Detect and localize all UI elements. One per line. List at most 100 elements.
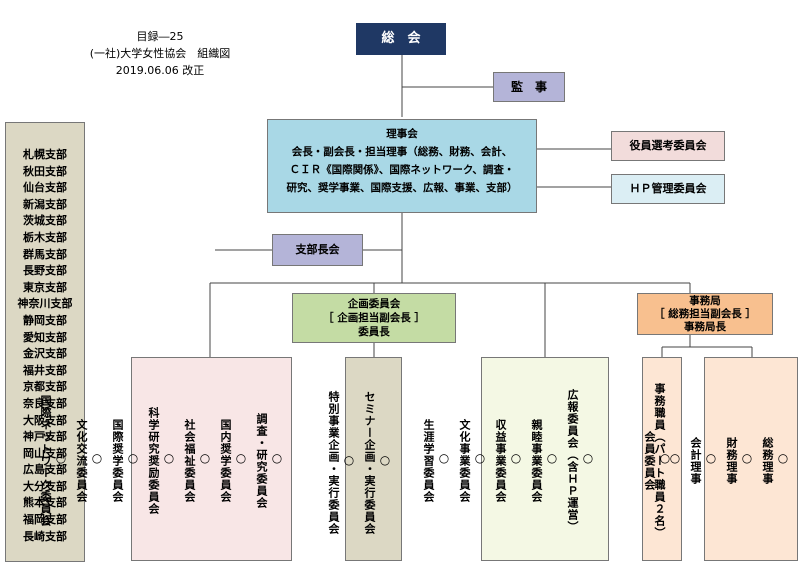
committee-item: ○文化事業委員会 <box>456 366 488 556</box>
hp-management-committee-box: ＨＰ管理委員会 <box>611 174 725 204</box>
branch-item: 長崎支部 <box>23 529 67 543</box>
committee-item: ○文化交流委員会 <box>73 366 105 556</box>
branch-item: 札幌支部 <box>23 148 67 161</box>
doc-number: 目録―25 <box>136 30 184 43</box>
committee-item: ○国際ネットワーク委員会 <box>37 366 69 556</box>
committee-item: ○生涯学習委員会 <box>420 366 452 556</box>
secretariat-title: 事務局 <box>689 295 721 307</box>
committee-name: 会計理事 <box>689 437 702 485</box>
bullet-circle-icon: ○ <box>704 450 718 466</box>
committee-item: ○収益事業委員会 <box>492 366 524 556</box>
committee-name: 国内奨学委員会 <box>219 419 232 503</box>
secretariat-sub1: ［ 総務担当副会長 ］ <box>654 308 756 320</box>
bullet-circle-icon: ○ <box>658 450 672 466</box>
committee-group-a: ○調査・研究委員会○国内奨学委員会○社会福祉委員会○科学研究奨励委員会○国際奨学… <box>39 357 292 561</box>
committee-name: 総務理事 <box>761 437 774 485</box>
doc-title: (一社)大学女性協会 組織図 <box>89 47 231 60</box>
secretariat-sub2: 事務局長 <box>684 321 726 333</box>
branch-item: 静岡支部 <box>23 313 67 327</box>
branch-list-box: 札幌支部秋田支部仙台支部新潟支部茨城支部栃木支部群馬支部長野支部東京支部神奈川支… <box>5 122 85 562</box>
committee-item: ○財務理事 <box>723 366 755 556</box>
planning-committee-box: 企画委員会 ［ 企画担当副会長 ］ 委員長 <box>292 293 456 343</box>
document-header: 目録―25 (一社)大学女性協会 組織図 2019.06.06 改正 <box>50 28 270 79</box>
committee-item: ○会計理事 <box>687 366 719 556</box>
committee-group-e: ○総務理事○財務理事○会計理事○事務職員（パート職員２名） <box>653 357 798 561</box>
committee-name: 会員委員会 <box>643 431 656 491</box>
committee-item: ○社会福祉委員会 <box>181 366 213 556</box>
planning-sub2: 委員長 <box>358 326 390 338</box>
bullet-circle-icon: ○ <box>437 450 451 466</box>
auditor-box: 監 事 <box>493 72 565 102</box>
bullet-circle-icon: ○ <box>162 450 176 466</box>
committee-name: 事務職員（パート職員２名） <box>653 383 666 539</box>
committee-name: 科学研究奨励委員会 <box>147 407 160 515</box>
committee-item: ○セミナー企画・実行委員会 <box>361 368 393 558</box>
committee-name: 広報委員会（含ＨＰ運営） <box>566 389 579 533</box>
branch-item: 東京支部 <box>23 280 67 294</box>
officer-selection-committee-box: 役員選考委員会 <box>611 131 725 161</box>
branch-item: 福井支部 <box>23 363 67 377</box>
branch-item: 栃木支部 <box>23 230 67 244</box>
committee-item: ○調査・研究委員会 <box>253 366 285 556</box>
committee-group-d: ○会員委員会 <box>642 357 682 561</box>
committee-item: ○会員委員会 <box>641 366 673 556</box>
branch-item: 愛知支部 <box>23 330 67 344</box>
branch-item: 神奈川支部 <box>17 297 73 311</box>
committee-item: ○広報委員会（含ＨＰ運営） <box>564 366 596 556</box>
committee-name: 財務理事 <box>725 437 738 485</box>
committee-name: 調査・研究委員会 <box>255 413 268 509</box>
branch-item: 大分支部 <box>23 479 67 493</box>
committee-group-b: ○セミナー企画・実行委員会○特別事業企画・実行委員会 <box>327 357 402 561</box>
committee-name: 親睦事業委員会 <box>530 419 543 503</box>
committee-item: ○事務職員（パート職員２名） <box>651 366 683 556</box>
branch-item: 神戸支部 <box>23 430 67 444</box>
branch-item: 岡山支部 <box>23 446 67 460</box>
committee-item: ○総務理事 <box>759 366 791 556</box>
secretariat-box: 事務局 ［ 総務担当副会長 ］ 事務局長 <box>637 293 773 335</box>
committee-name: 収益事業委員会 <box>494 419 507 503</box>
bullet-circle-icon: ○ <box>378 452 392 468</box>
branch-item: 茨城支部 <box>23 214 67 228</box>
bullet-circle-icon: ○ <box>581 450 595 466</box>
committee-item: ○国内奨学委員会 <box>217 366 249 556</box>
committee-name: 生涯学習委員会 <box>422 419 435 503</box>
board-line: 研究、奨学事業、国際支援、広報、事業、支部） <box>286 182 518 194</box>
committee-item: ○国際奨学委員会 <box>109 366 141 556</box>
branch-item: 金沢支部 <box>23 347 67 361</box>
board-title: 理事会 <box>386 128 418 140</box>
board-line: 会長・副会長・担当理事（総務、財務、会計、 <box>291 146 513 158</box>
bullet-circle-icon: ○ <box>126 450 140 466</box>
bullet-circle-icon: ○ <box>776 450 790 466</box>
committee-item: ○科学研究奨励委員会 <box>145 366 177 556</box>
committee-name: 国際ネットワーク委員会 <box>39 395 52 527</box>
general-assembly-box: 総 会 <box>356 23 446 55</box>
branch-item: 奈良支部 <box>23 396 67 410</box>
bullet-circle-icon: ○ <box>545 450 559 466</box>
board-of-directors-box: 理事会 会長・副会長・担当理事（総務、財務、会計、 ＣＩＲ《国際関係》、国際ネッ… <box>267 119 537 213</box>
branch-item: 福岡支部 <box>23 513 67 527</box>
branch-item: 長野支部 <box>23 264 67 278</box>
branch-item: 仙台支部 <box>23 181 67 195</box>
branch-item: 大阪支部 <box>23 413 67 427</box>
planning-title: 企画委員会 <box>347 298 401 310</box>
planning-sub1: ［ 企画担当副会長 ］ <box>323 312 425 324</box>
branch-item: 広島支部 <box>23 463 67 477</box>
bullet-circle-icon: ○ <box>270 450 284 466</box>
committee-group-c: ○広報委員会（含ＨＰ運営）○親睦事業委員会○収益事業委員会○文化事業委員会○生涯… <box>422 357 609 561</box>
doc-revision-date: 2019.06.06 改正 <box>115 64 205 77</box>
committee-name: 国際奨学委員会 <box>111 419 124 503</box>
bullet-circle-icon: ○ <box>668 450 682 466</box>
committee-item: ○特別事業企画・実行委員会 <box>325 368 357 558</box>
bullet-circle-icon: ○ <box>342 452 356 468</box>
branch-list: 札幌支部秋田支部仙台支部新潟支部茨城支部栃木支部群馬支部長野支部東京支部神奈川支… <box>6 147 84 545</box>
branch-item: 群馬支部 <box>23 247 67 261</box>
bullet-circle-icon: ○ <box>234 450 248 466</box>
branch-chiefs-meeting-box: 支部長会 <box>272 234 363 266</box>
branch-item: 熊本支部 <box>23 496 67 510</box>
bullet-circle-icon: ○ <box>54 450 68 466</box>
committee-name: 社会福祉委員会 <box>183 419 196 503</box>
branch-item: 京都支部 <box>23 380 67 394</box>
committee-name: 文化交流委員会 <box>75 419 88 503</box>
committee-name: 文化事業委員会 <box>458 419 471 503</box>
